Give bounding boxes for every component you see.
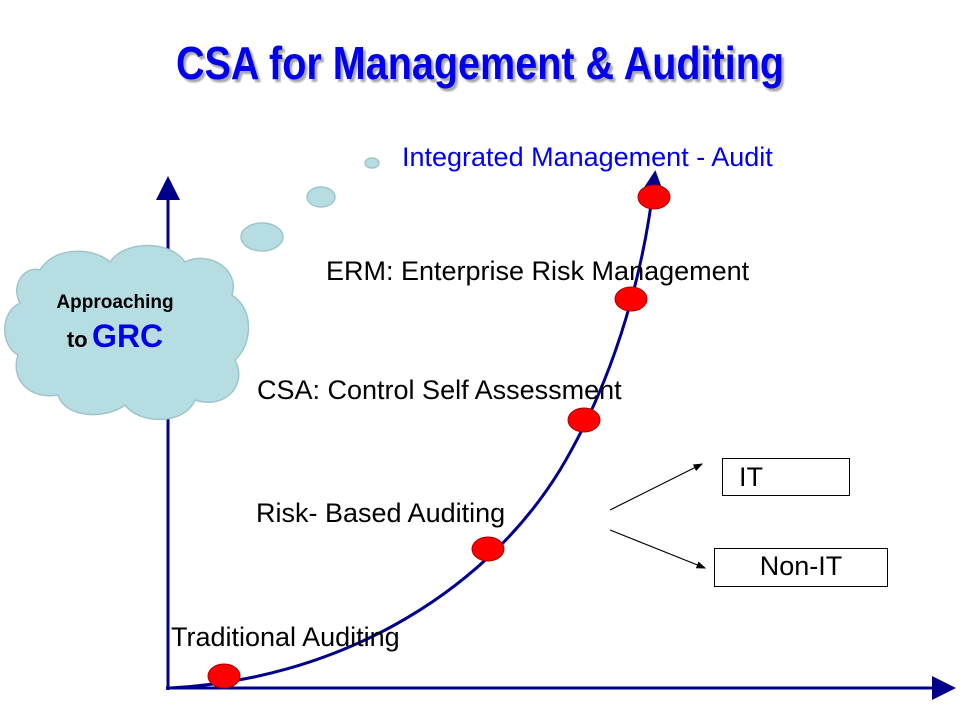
cloud-shape — [4, 244, 250, 421]
arrow-to-non-it — [609, 529, 707, 569]
stage-markers — [207, 184, 671, 689]
marker-traditional — [207, 663, 241, 689]
branch-it: IT — [722, 458, 850, 496]
branch-non-it: Non-IT — [714, 548, 888, 587]
marker-erm — [614, 286, 648, 312]
cloud-to: to — [66, 327, 88, 352]
stage-risk-based: Risk- Based Auditing — [256, 498, 506, 528]
marker-csa — [567, 407, 601, 433]
slide-title: CSA for Management & Auditing — [175, 37, 785, 89]
growth-curve — [169, 170, 665, 690]
marker-integrated — [637, 184, 671, 210]
stage-csa: CSA: Control Self Assessment — [257, 375, 622, 405]
stage-integrated: Integrated Management - Audit — [402, 142, 773, 172]
thought-bubbles — [240, 157, 380, 252]
cloud-grc: GRC — [92, 318, 164, 354]
cloud-text: Approaching to GRC — [30, 292, 200, 355]
marker-risk-based — [471, 536, 505, 562]
cloud-line1: Approaching — [56, 292, 174, 313]
stage-erm: ERM: Enterprise Risk Management — [326, 256, 750, 286]
arrow-to-it — [609, 463, 704, 511]
stage-traditional: Traditional Auditing — [171, 622, 400, 652]
